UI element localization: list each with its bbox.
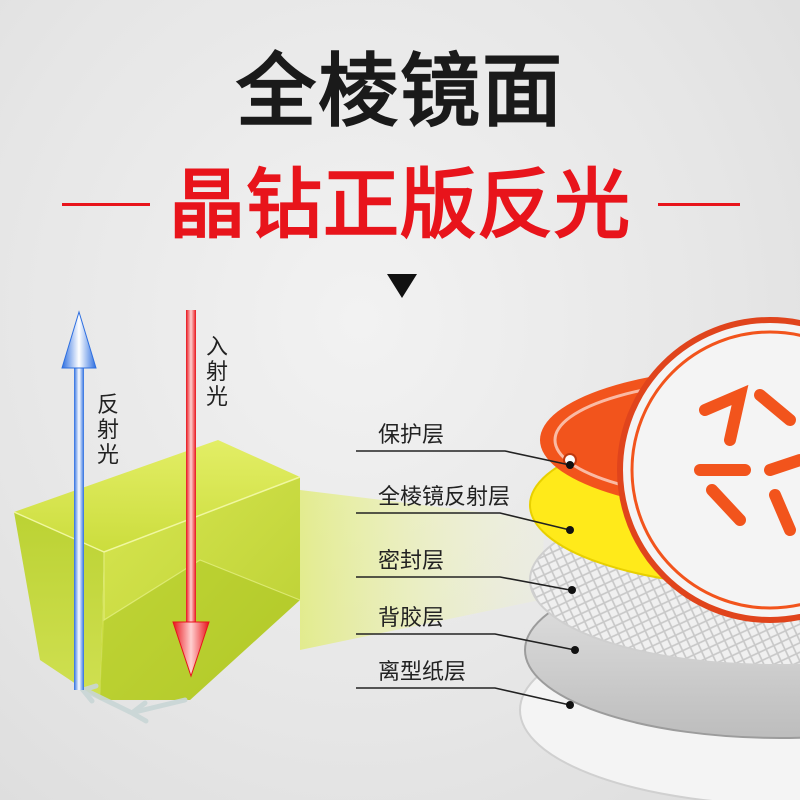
down-arrow-icon	[387, 274, 417, 298]
reflected-light-label: 反射光	[96, 393, 119, 468]
leader-lines	[356, 450, 576, 706]
prism-block	[13, 440, 301, 700]
layer-label-protective: 保护层	[378, 423, 445, 448]
subtitle-row: 晶钻正版反光	[0, 160, 800, 250]
layer-label-sealing: 密封层	[378, 549, 445, 574]
leader-dots	[566, 461, 579, 709]
layer-label-reflective: 全棱镜反射层	[378, 485, 511, 510]
subtitle-rule-left	[62, 203, 150, 206]
layer-stack	[519, 317, 800, 800]
projection-beam	[300, 490, 545, 650]
subtitle: 晶钻正版反光	[169, 160, 631, 249]
main-title: 全棱镜面	[236, 45, 564, 138]
incident-light-arrow	[172, 310, 210, 678]
prism-top	[14, 440, 300, 552]
subtitle-rule-right	[658, 203, 740, 206]
layer-label-release-paper: 离型纸层	[378, 660, 467, 685]
incident-light-label: 入射光	[205, 335, 228, 410]
prism-side	[100, 477, 300, 700]
layer-label-adhesive: 背胶层	[378, 606, 445, 631]
reflected-light-arrow	[61, 310, 97, 690]
sign-glyph-shape	[694, 384, 800, 536]
